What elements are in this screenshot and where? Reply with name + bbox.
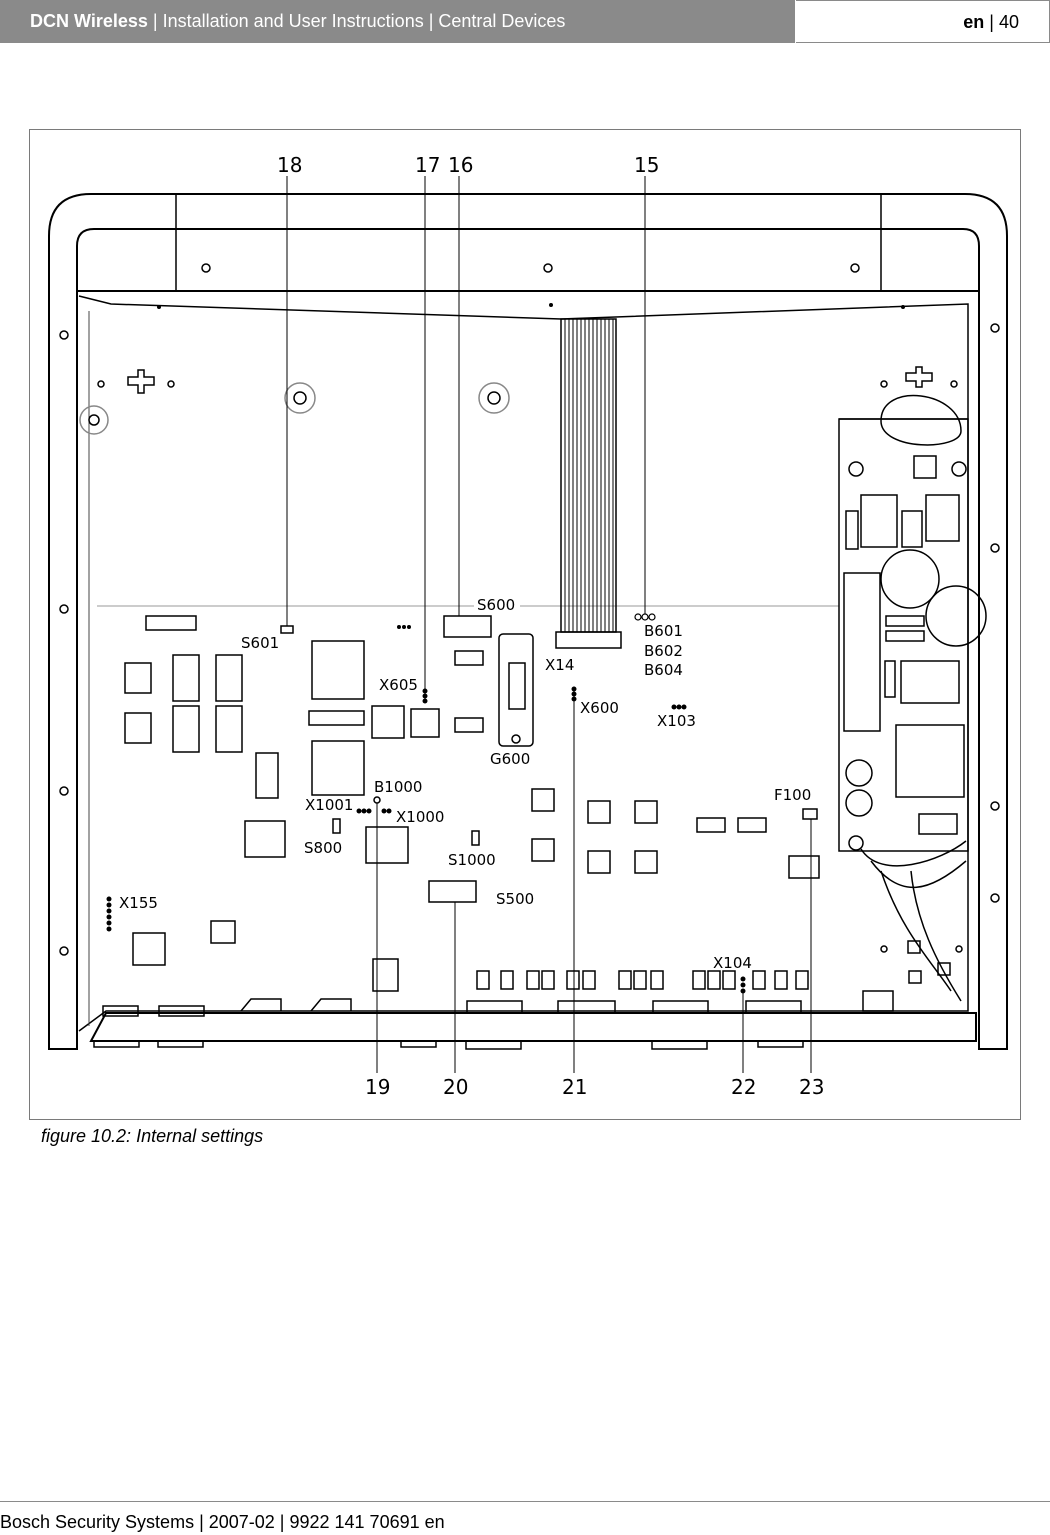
callout-15: 15	[634, 153, 659, 177]
callout-21: 21	[562, 1075, 587, 1099]
callout-17: 17	[415, 153, 440, 177]
pcb-drawing: 18 17 16 15 19 20 21 22 23 S600 S601 X60…	[48, 153, 1008, 1099]
callout-20: 20	[443, 1075, 468, 1099]
header-product: DCN Wireless	[30, 11, 148, 31]
label-s800: S800	[304, 839, 342, 857]
callout-23: 23	[799, 1075, 824, 1099]
label-x600: X600	[580, 699, 619, 717]
internal-settings-figure: 18 17 16 15 19 20 21 22 23 S600 S601 X60…	[29, 129, 1021, 1120]
label-g600: G600	[490, 750, 530, 768]
callout-22: 22	[731, 1075, 756, 1099]
header-page-box: en | 40	[796, 0, 1050, 43]
callout-18: 18	[277, 153, 302, 177]
footer-divider	[0, 1501, 1050, 1502]
header-language: en	[963, 12, 985, 32]
label-b604: B604	[644, 661, 683, 679]
label-s601: S601	[241, 634, 279, 652]
label-b602: B602	[644, 642, 683, 660]
label-x14: X14	[545, 656, 574, 674]
label-s500: S500	[496, 890, 534, 908]
figure-caption: figure 10.2: Internal settings	[41, 1126, 264, 1146]
label-x1001: X1001	[305, 796, 353, 814]
label-s600: S600	[477, 596, 515, 614]
label-x155: X155	[119, 894, 158, 912]
label-x103: X103	[657, 712, 696, 730]
label-x1000: X1000	[396, 808, 444, 826]
label-b601: B601	[644, 622, 683, 640]
header-title-bar: DCN Wireless | Installation and User Ins…	[0, 0, 795, 43]
label-b1000: B1000	[374, 778, 422, 796]
label-x104: X104	[713, 954, 752, 972]
header-section: | Installation and User Instructions | C…	[147, 11, 566, 31]
label-f100: F100	[774, 786, 811, 804]
callout-19: 19	[365, 1075, 390, 1099]
header-page-number: | 40	[984, 12, 1019, 32]
label-x605: X605	[379, 676, 418, 694]
footer-text: Bosch Security Systems | 2007-02 | 9922 …	[0, 1512, 445, 1532]
callout-16: 16	[448, 153, 473, 177]
label-s1000: S1000	[448, 851, 496, 869]
